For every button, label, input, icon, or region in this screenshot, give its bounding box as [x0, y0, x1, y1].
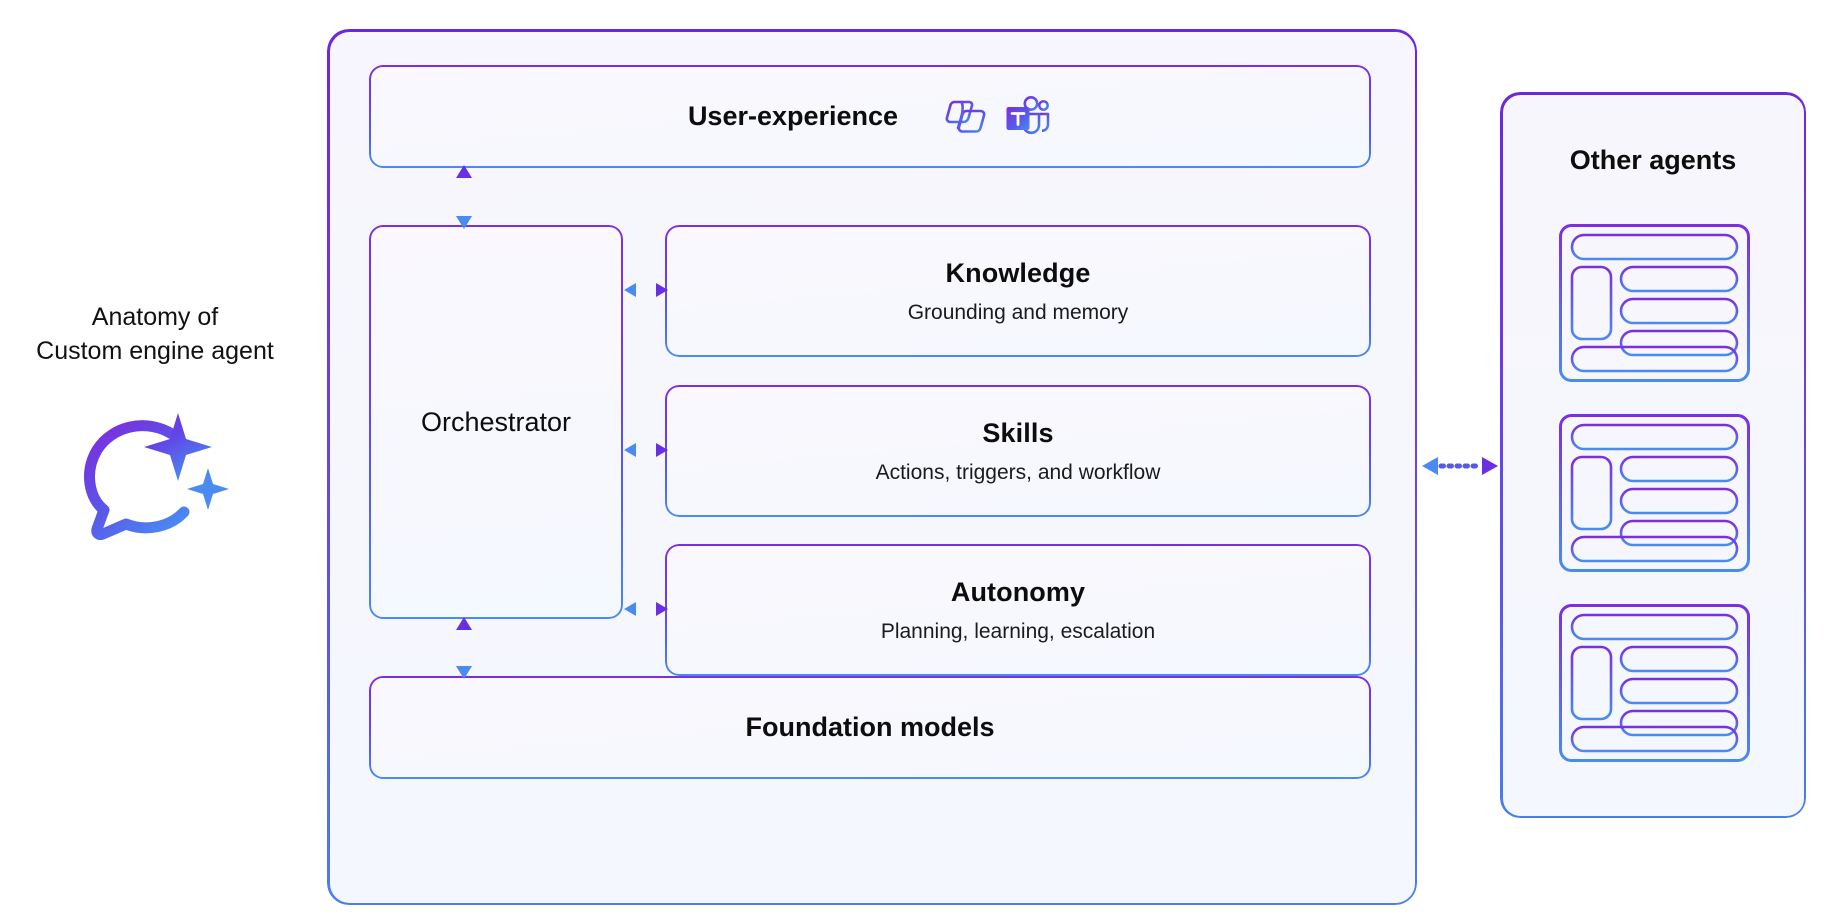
page-title: Anatomy of Custom engine agent: [36, 303, 274, 365]
arrow-orchestrator-to-foundation: [456, 617, 472, 679]
copilot-icon: [942, 94, 988, 140]
arrow-orchestrator-to-skills: [624, 443, 668, 457]
chat-sparkle-icon: [0, 410, 310, 540]
other-agents-panel: Other agents: [1500, 92, 1806, 818]
arrow-ux-to-orchestrator: [456, 165, 472, 229]
arrow-orchestrator-to-knowledge: [624, 283, 668, 297]
microsoft-teams-icon: [1004, 94, 1052, 140]
card-knowledge-title: Knowledge: [945, 257, 1091, 288]
card-autonomy[interactable]: Autonomy Planning, learning, escalation: [665, 544, 1371, 676]
card-orchestrator-title: Orchestrator: [420, 406, 572, 437]
card-knowledge[interactable]: Knowledge Grounding and memory: [665, 225, 1371, 357]
arrow-orchestrator-to-autonomy: [624, 602, 668, 616]
other-agents-title: Other agents: [1569, 145, 1737, 175]
card-orchestrator[interactable]: Orchestrator: [369, 225, 623, 619]
card-knowledge-subtitle: Grounding and memory: [907, 300, 1129, 324]
card-user-experience[interactable]: User-experience: [369, 65, 1371, 168]
card-user-experience-title: User-experience: [687, 101, 899, 131]
arrow-agent-to-other-agents: [1422, 457, 1498, 475]
custom-engine-agent-container: User-experience: [327, 29, 1417, 905]
card-foundation-models[interactable]: Foundation models: [369, 676, 1371, 779]
caption-block: Anatomy of Custom engine agent: [0, 300, 310, 540]
card-autonomy-title: Autonomy: [950, 576, 1086, 607]
card-autonomy-subtitle: Planning, learning, escalation: [880, 619, 1156, 643]
card-foundation-models-title: Foundation models: [745, 712, 995, 742]
card-skills-subtitle: Actions, triggers, and workflow: [875, 460, 1161, 484]
user-experience-icons: [942, 94, 1052, 140]
agent-wireframe-card[interactable]: [1559, 224, 1750, 382]
agent-wireframe-card[interactable]: [1559, 414, 1750, 572]
card-skills-title: Skills: [982, 417, 1054, 448]
card-skills[interactable]: Skills Actions, triggers, and workflow: [665, 385, 1371, 517]
agent-wireframe-card[interactable]: [1559, 604, 1750, 762]
